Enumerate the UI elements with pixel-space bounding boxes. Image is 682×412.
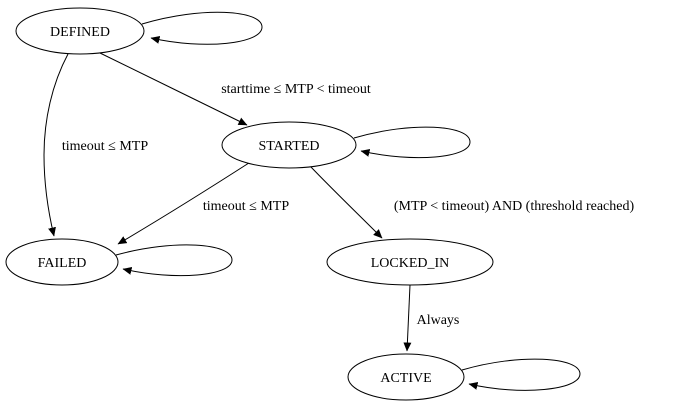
edge-label-started-to-failed: timeout ≤ MTP [203, 199, 289, 214]
state-ellipse-started [221, 121, 357, 169]
state-label-failed: FAILED [38, 256, 87, 271]
edge-failed-self-loop [115, 244, 233, 277]
edge-label-locked-in-to-active: Always [417, 313, 460, 328]
edge-defined-to-started [99, 52, 248, 126]
state-ellipse-active [347, 353, 465, 401]
state-node-locked-in: LOCKED_IN [326, 238, 494, 286]
edge-active-self-loop [461, 358, 581, 391]
state-label-started: STARTED [258, 139, 319, 154]
state-label-active: ACTIVE [380, 371, 431, 386]
edge-label-defined-to-failed: timeout ≤ MTP [62, 139, 148, 154]
state-node-defined: DEFINED [15, 7, 145, 55]
edge-defined-to-failed [43, 53, 69, 237]
edge-started-to-failed [117, 160, 253, 245]
state-ellipse-defined [15, 7, 145, 55]
state-node-started: STARTED [221, 121, 357, 169]
state-ellipse-locked-in [326, 238, 494, 286]
edge-label-defined-to-started: starttime ≤ MTP < timeout [221, 82, 371, 97]
edge-locked-in-to-active [403, 284, 412, 352]
state-label-locked-in: LOCKED_IN [371, 256, 450, 271]
state-ellipse-failed [5, 238, 119, 286]
state-node-failed: FAILED [5, 238, 119, 286]
edge-label-started-to-locked-in: (MTP < timeout) AND (threshold reached) [394, 199, 635, 214]
edge-started-self-loop [353, 126, 471, 159]
edge-started-to-locked-in [309, 165, 383, 239]
state-label-defined: DEFINED [50, 25, 110, 40]
edge-defined-self-loop [141, 11, 263, 45]
state-node-active: ACTIVE [347, 353, 465, 401]
